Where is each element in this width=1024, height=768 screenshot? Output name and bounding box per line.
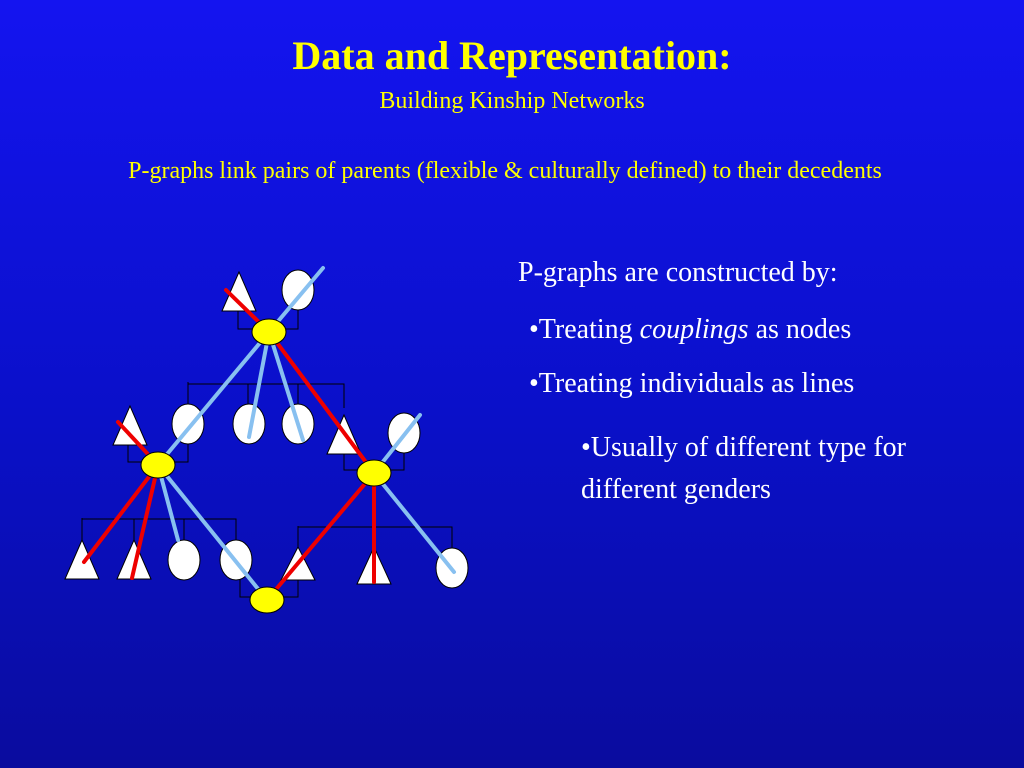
coupling-node [140, 451, 176, 479]
female-person-node [171, 403, 205, 445]
bracket-sibling-group [187, 382, 345, 408]
lead-text: P-graphs are constructed by: [518, 257, 838, 288]
bullet-individuals: •Treating individuals as lines [529, 368, 855, 399]
male-individual-line [265, 471, 376, 602]
coupling-node [356, 459, 392, 487]
male-person-node [221, 270, 257, 312]
slide-title: Data and Representation: [292, 33, 732, 78]
coupling-node [249, 586, 285, 614]
female-individual-line [156, 463, 269, 602]
sub-bullet-genders: •Usually of different type for different… [581, 432, 906, 505]
intro-text: P-graphs link pairs of parents (flexible… [128, 158, 882, 184]
bullet-couplings-emphasis: couplings [639, 314, 749, 345]
female-individual-line [372, 471, 456, 574]
female-individual-line [247, 330, 271, 439]
female-individual-line [156, 330, 271, 467]
male-individual-line [82, 463, 160, 564]
male-individual-line [267, 330, 376, 475]
male-person-node [64, 538, 100, 580]
female-person-node [167, 539, 201, 581]
bullet-couplings: •Treating couplings as nodes [529, 312, 851, 348]
female-person-node [281, 269, 315, 311]
female-person-node [232, 403, 266, 445]
male-person-node [116, 538, 152, 580]
female-individual-line [267, 330, 305, 442]
male-individual-line [130, 463, 160, 580]
coupling-node [251, 318, 287, 346]
bullet-couplings-prefix: •Treating [529, 314, 640, 345]
slide-subtitle: Building Kinship Networks [379, 88, 645, 114]
male-person-node [112, 404, 148, 446]
bullet-couplings-suffix: as nodes [748, 314, 852, 345]
bracket-left-children [81, 518, 237, 545]
